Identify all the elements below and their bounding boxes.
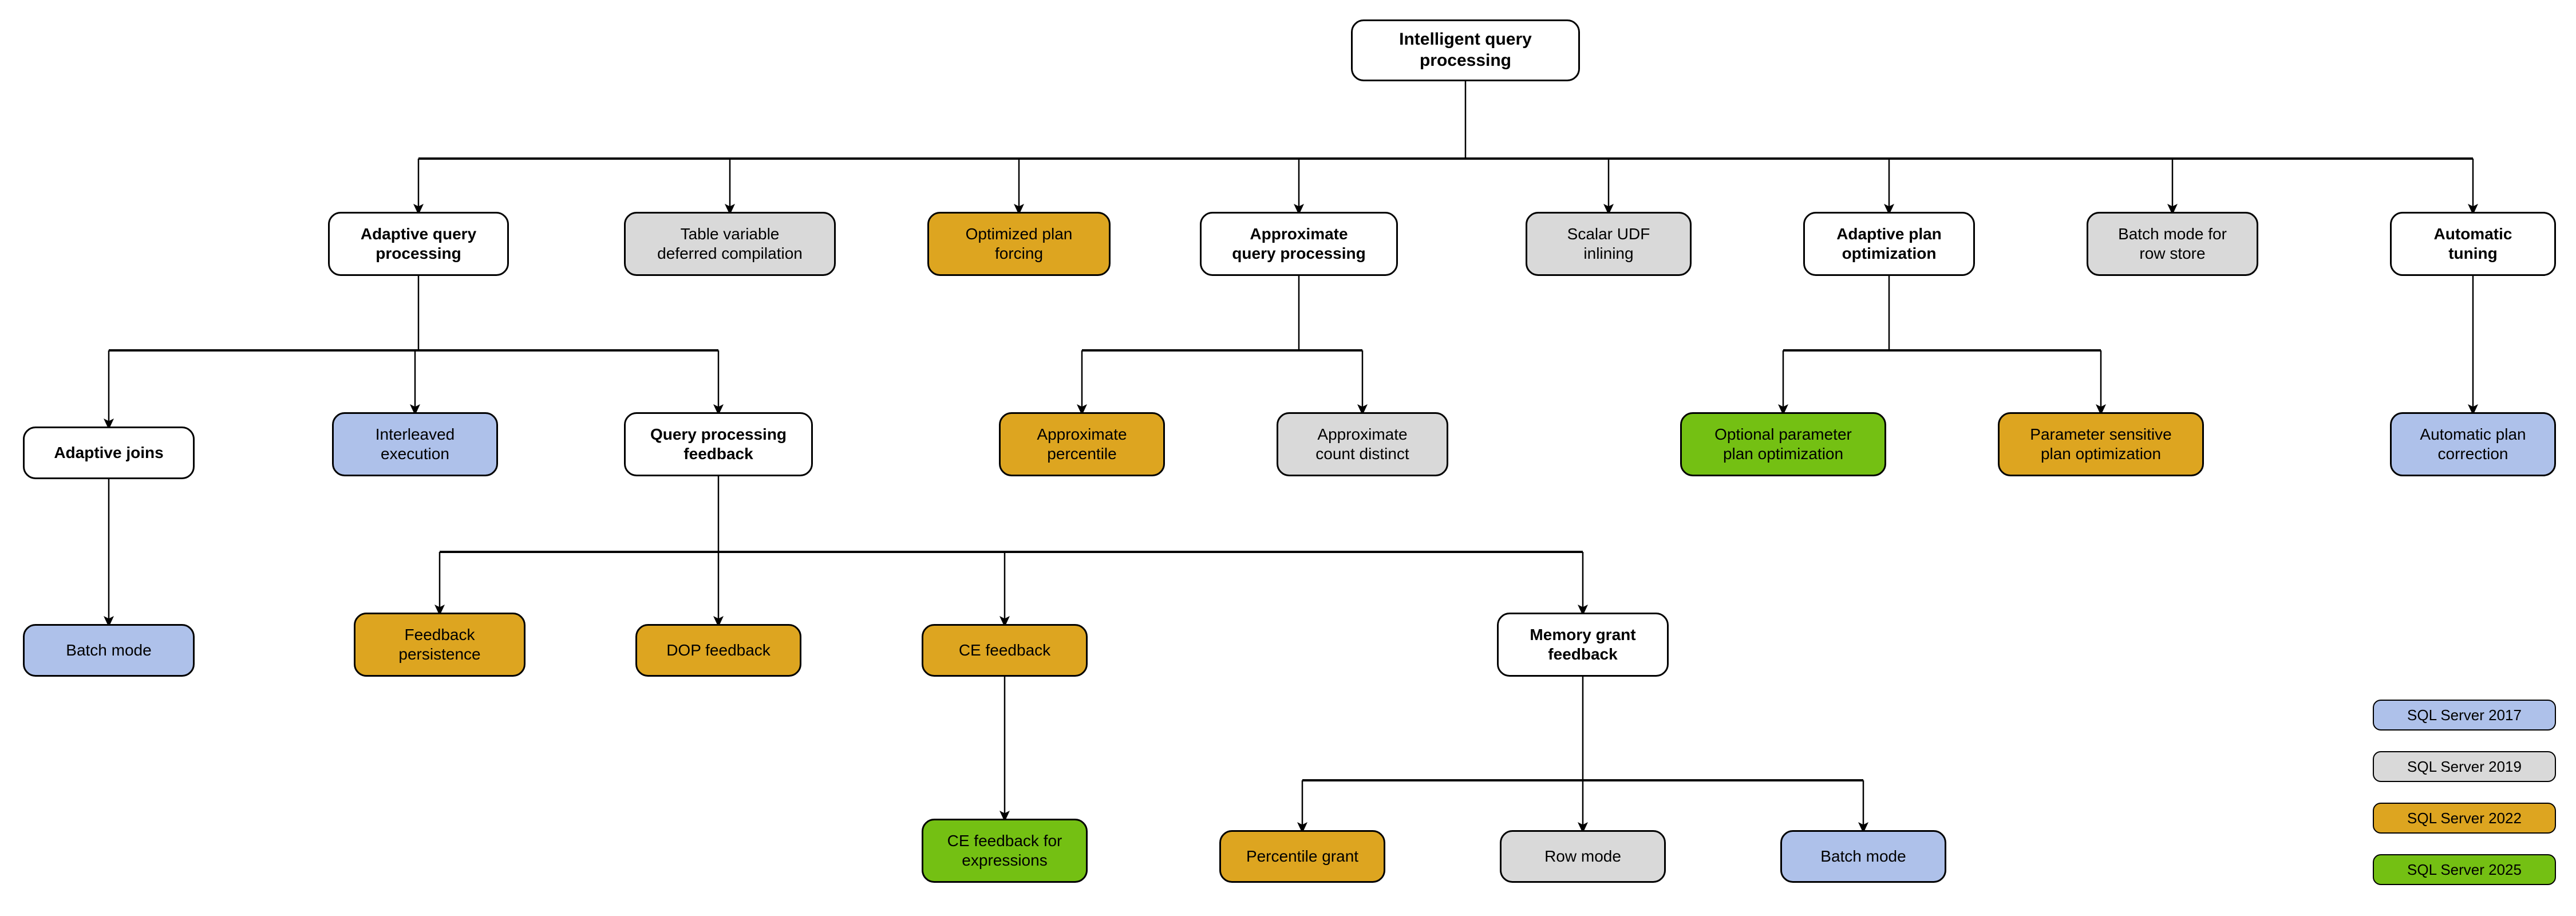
node-aqp[interactable]: Adaptive query processing <box>328 212 509 276</box>
legend-item-sql-server-2017: SQL Server 2017 <box>2373 700 2556 731</box>
node-interleaved[interactable]: Interleaved execution <box>332 412 498 476</box>
node-apo[interactable]: Adaptive plan optimization <box>1803 212 1975 276</box>
node-mgf[interactable]: Memory grant feedback <box>1497 613 1669 677</box>
node-batch-mode-aj[interactable]: Batch mode <box>23 624 195 677</box>
legend-item-sql-server-2025: SQL Server 2025 <box>2373 854 2556 885</box>
node-row-mode[interactable]: Row mode <box>1500 830 1666 883</box>
node-tvdc[interactable]: Table variable deferred compilation <box>624 212 836 276</box>
node-apc[interactable]: Automatic plan correction <box>2390 412 2556 476</box>
node-pspo[interactable]: Parameter sensitive plan optimization <box>1998 412 2204 476</box>
node-adaptive-joins[interactable]: Adaptive joins <box>23 427 195 479</box>
legend-item-sql-server-2019: SQL Server 2019 <box>2373 751 2556 782</box>
node-autotune[interactable]: Automatic tuning <box>2390 212 2556 276</box>
node-sudf[interactable]: Scalar UDF inlining <box>1526 212 1692 276</box>
node-ce-feedback[interactable]: CE feedback <box>922 624 1088 677</box>
node-feedback-persist[interactable]: Feedback persistence <box>354 613 526 677</box>
node-iqp[interactable]: Intelligent query processing <box>1351 19 1580 81</box>
node-opf[interactable]: Optimized plan forcing <box>927 212 1111 276</box>
node-oppo[interactable]: Optional parameter plan optimization <box>1680 412 1886 476</box>
legend-item-sql-server-2022: SQL Server 2022 <box>2373 803 2556 834</box>
node-bmrs[interactable]: Batch mode for row store <box>2087 212 2258 276</box>
node-approx-pct[interactable]: Approximate percentile <box>999 412 1165 476</box>
node-qpf[interactable]: Query processing feedback <box>624 412 813 476</box>
node-apq[interactable]: Approximate query processing <box>1200 212 1398 276</box>
node-approx-cd[interactable]: Approximate count distinct <box>1277 412 1448 476</box>
node-ce-fb-expr[interactable]: CE feedback for expressions <box>922 819 1088 883</box>
node-dop-feedback[interactable]: DOP feedback <box>635 624 801 677</box>
node-batch-mode-mgf[interactable]: Batch mode <box>1780 830 1946 883</box>
node-pct-grant[interactable]: Percentile grant <box>1219 830 1385 883</box>
